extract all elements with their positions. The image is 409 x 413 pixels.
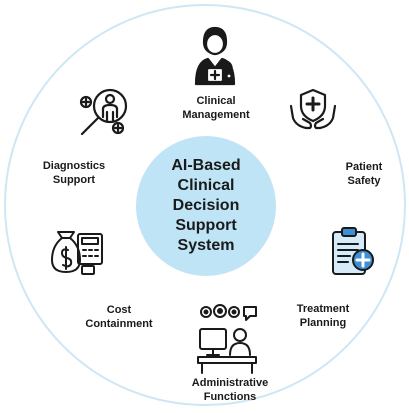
label-clinical-management: Clinical Management — [182, 95, 250, 121]
clipboard-medical-icon — [330, 226, 376, 278]
doctor-icon — [190, 24, 240, 88]
center-title: AI-Based Clinical Decision Support Syste… — [171, 157, 241, 254]
center-hub: AI-Based Clinical Decision Support Syste… — [136, 136, 276, 276]
magnifier-patient-icon — [76, 84, 132, 140]
label-administrative-functions: Administrative Functions — [191, 377, 269, 403]
money-calculator-icon — [50, 228, 104, 276]
label-diagnostics-support: Diagnostics Support — [42, 160, 106, 186]
label-patient-safety: Patient Safety — [345, 161, 383, 187]
label-cost-containment: Cost Containment — [85, 304, 153, 330]
office-worker-icon — [196, 303, 262, 375]
label-treatment-planning: Treatment Planning — [296, 303, 350, 329]
hands-shield-icon — [288, 86, 338, 132]
